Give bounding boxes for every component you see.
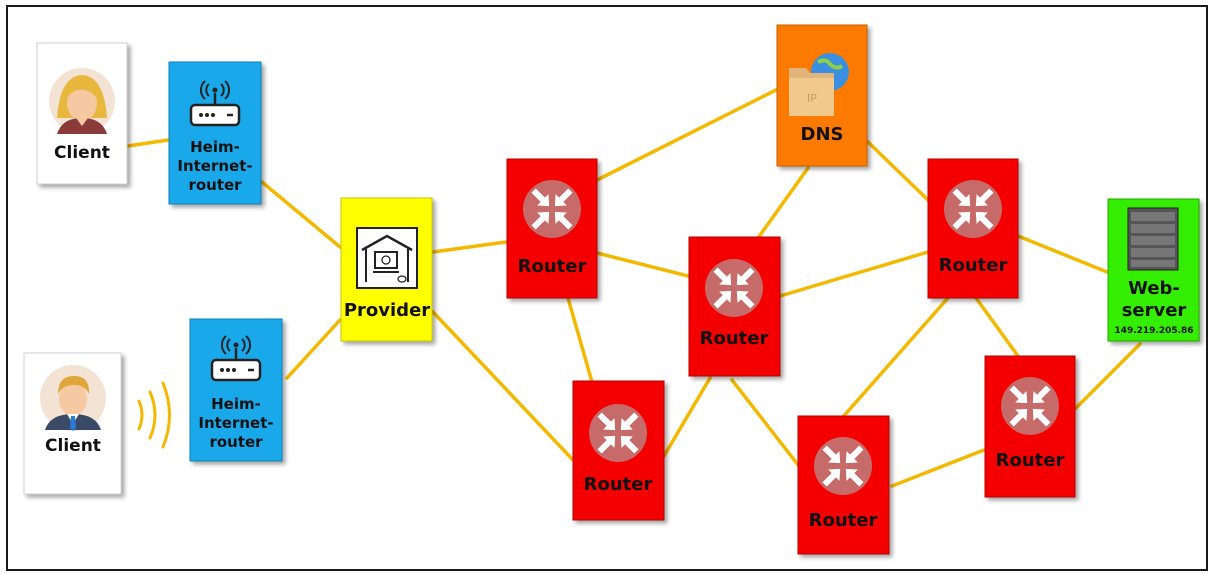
router-4: Router: [572, 380, 665, 521]
woman-avatar-icon: [49, 68, 115, 134]
link-dns-to-router-3: [866, 140, 930, 202]
router-2: Router: [688, 236, 781, 377]
globe-folder-icon: IP: [789, 53, 849, 116]
router-icon: [944, 180, 1002, 238]
webserver-node: Web- server 149.219.205.86: [1107, 198, 1200, 342]
link-router-3-to-router-6: [974, 296, 1020, 358]
webserver-label-line-1: Web-: [1128, 278, 1180, 299]
man-avatar-icon: [40, 365, 106, 431]
router-1: Router: [506, 158, 598, 299]
router-6-label: Router: [996, 450, 1065, 471]
router-4-label: Router: [584, 474, 653, 495]
router-2-label: Router: [700, 328, 769, 349]
link-router-1-to-router-4: [566, 296, 594, 384]
link-router-5-to-router-6: [890, 448, 986, 488]
link-router-1-to-router-2: [595, 251, 690, 278]
home-router-bottom-label-line-1: Heim-: [211, 395, 261, 413]
router-icon: [523, 180, 581, 238]
router-icon: [705, 259, 763, 317]
client-top: Client: [36, 42, 128, 185]
client-bottom: Client: [23, 352, 122, 495]
router-6: Router: [984, 355, 1076, 498]
link-home-router-bottom-to-provider: [285, 318, 342, 380]
link-router-2-to-router-3: [778, 250, 930, 298]
link-provider-to-router-1: [431, 240, 508, 254]
client-top-label: Client: [54, 143, 110, 163]
router-3-label: Router: [939, 255, 1008, 276]
router-icon: [1001, 377, 1059, 435]
router-1-label: Router: [518, 256, 587, 277]
provider-label: Provider: [344, 300, 430, 321]
link-router-1-to-dns: [595, 88, 778, 182]
router-icon: [814, 437, 872, 495]
link-router-3-to-webserver: [1016, 234, 1109, 274]
home-router-bottom-label-line-2: Internet-: [198, 414, 273, 432]
router-3: Router: [927, 158, 1019, 299]
home-router-top: Heim- Internet- router: [168, 61, 262, 205]
link-dns-to-router-2: [756, 166, 810, 240]
dns-node: IP DNS: [776, 24, 868, 167]
home-router-top-label-line-3: router: [188, 176, 242, 194]
dns-icon-text: IP: [807, 92, 817, 105]
link-home-router-top-to-provider: [260, 180, 342, 249]
provider-node: Provider: [340, 197, 433, 342]
home-router-top-label-line-1: Heim-: [190, 138, 240, 156]
dns-label: DNS: [801, 124, 844, 145]
webserver-ip: 149.219.205.86: [1114, 326, 1193, 336]
link-router-2-to-router-4: [662, 376, 712, 458]
home-router-top-label-line-2: Internet-: [177, 157, 252, 175]
home-router-bottom-label-line-3: router: [209, 433, 263, 451]
router-5-label: Router: [809, 510, 878, 531]
provider-building-icon: [356, 227, 418, 289]
webserver-label-line-2: server: [1122, 300, 1187, 321]
link-router-2-to-router-5: [730, 378, 804, 472]
home-router-bottom: Heim- Internet- router: [189, 318, 283, 462]
link-router-3-to-router-5: [840, 296, 950, 420]
wireless-signal-icon: [137, 381, 171, 449]
router-5: Router: [797, 415, 890, 555]
link-client-top-to-home-router: [126, 138, 170, 148]
link-provider-to-router-4: [431, 310, 575, 462]
server-rack-icon: [1127, 207, 1179, 271]
link-router-6-to-webserver: [1074, 342, 1142, 410]
client-bottom-label: Client: [45, 436, 101, 456]
links: [126, 88, 1142, 488]
router-icon: [589, 404, 647, 462]
